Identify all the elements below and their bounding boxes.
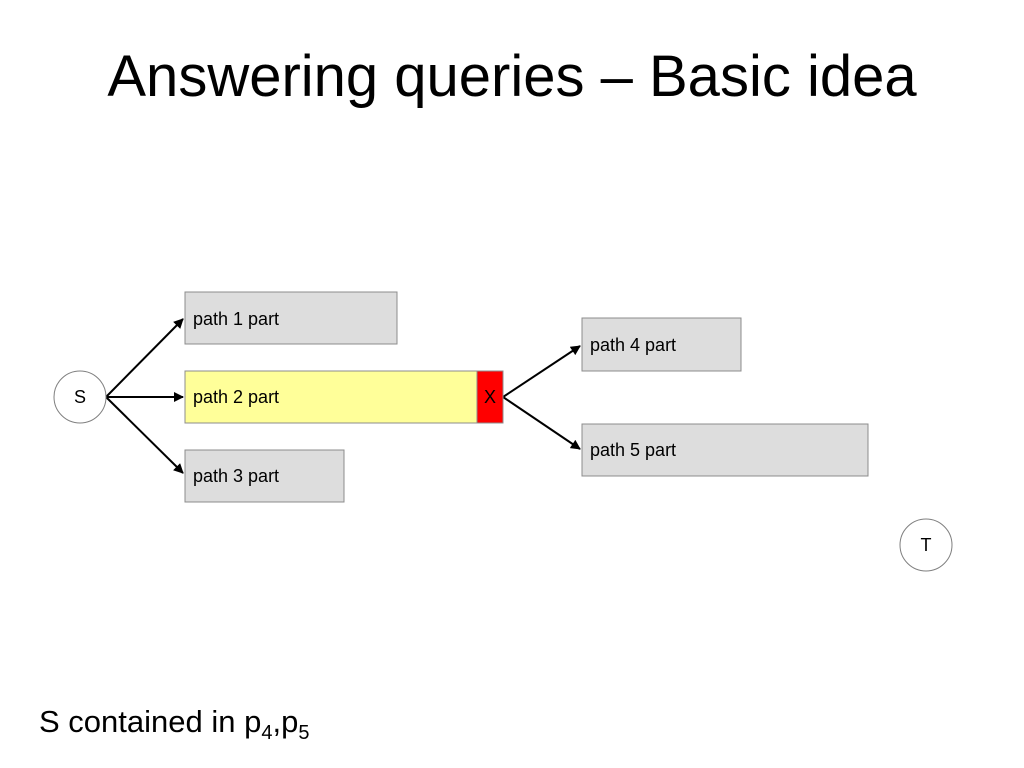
path2-label: path 2 part <box>193 387 279 407</box>
path4-box: path 4 part <box>581 317 742 372</box>
caption-prefix: S contained in p <box>39 704 262 739</box>
source-node: S <box>53 370 107 424</box>
path5-rect <box>581 423 869 477</box>
slide-title: Answering queries – Basic idea <box>107 44 917 109</box>
edge-x-to-path5 <box>502 396 581 450</box>
path3-label: path 3 part <box>193 466 279 486</box>
edge-s-to-path1 <box>105 318 184 398</box>
path1-rect <box>184 291 398 345</box>
blocked-marker: X <box>476 370 504 424</box>
caption-separator: ,p <box>272 704 299 739</box>
path1-box: path 1 part <box>184 291 398 345</box>
path5-box: path 5 part <box>581 423 869 477</box>
path4-label: path 4 part <box>590 335 676 355</box>
target-label: T <box>921 535 932 555</box>
path2-rect <box>184 370 478 424</box>
path2-box: path 2 part <box>184 370 478 424</box>
path3-box: path 3 part <box>184 449 345 503</box>
source-label: S <box>74 387 86 407</box>
caption-subscript-4: 4 <box>261 722 273 744</box>
path1-label: path 1 part <box>193 309 279 329</box>
blocked-rect <box>476 370 504 424</box>
edge-x-to-path4 <box>502 345 581 398</box>
caption: S contained in p4,p5 <box>39 702 310 744</box>
path4-rect <box>581 317 742 372</box>
blocked-label: X <box>484 387 496 407</box>
path5-label: path 5 part <box>590 440 676 460</box>
path3-rect <box>184 449 345 503</box>
target-node: T <box>899 518 953 572</box>
edge-s-to-path3 <box>105 396 184 474</box>
caption-subscript-5: 5 <box>298 722 310 744</box>
